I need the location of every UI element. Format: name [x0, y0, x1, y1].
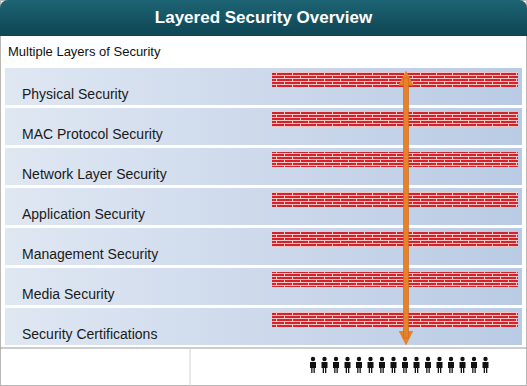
brick-wall: [272, 72, 518, 87]
layer-arrow: [404, 78, 409, 338]
people-icons: [310, 357, 489, 373]
brick-wall: [272, 232, 518, 247]
layer-band: Management Security: [5, 228, 522, 265]
layer-name: Network Layer Security: [5, 166, 167, 182]
layer-name: Security Certifications: [5, 326, 157, 342]
layer-band: Security Certifications: [5, 308, 522, 345]
layer-name: Management Security: [5, 246, 158, 262]
section-label: Multiple Layers of Security: [8, 44, 160, 59]
brick-wall: [272, 272, 518, 287]
layer-band: MAC Protocol Security: [5, 108, 522, 145]
brick-wall: [272, 312, 518, 327]
brick-wall: [272, 112, 518, 127]
layer-band: Media Security: [5, 268, 522, 305]
brick-wall: [272, 152, 518, 167]
diagram-title: Layered Security Overview: [0, 0, 527, 36]
layer-name: Media Security: [5, 286, 115, 302]
layer-name: Physical Security: [5, 86, 129, 102]
layer-band: Physical Security: [5, 68, 522, 105]
layer-name: Application Security: [5, 206, 145, 222]
layer-band: Network Layer Security: [5, 148, 522, 185]
layer-band: Application Security: [5, 188, 522, 225]
brick-wall: [272, 192, 518, 207]
layer-name: MAC Protocol Security: [5, 126, 163, 142]
